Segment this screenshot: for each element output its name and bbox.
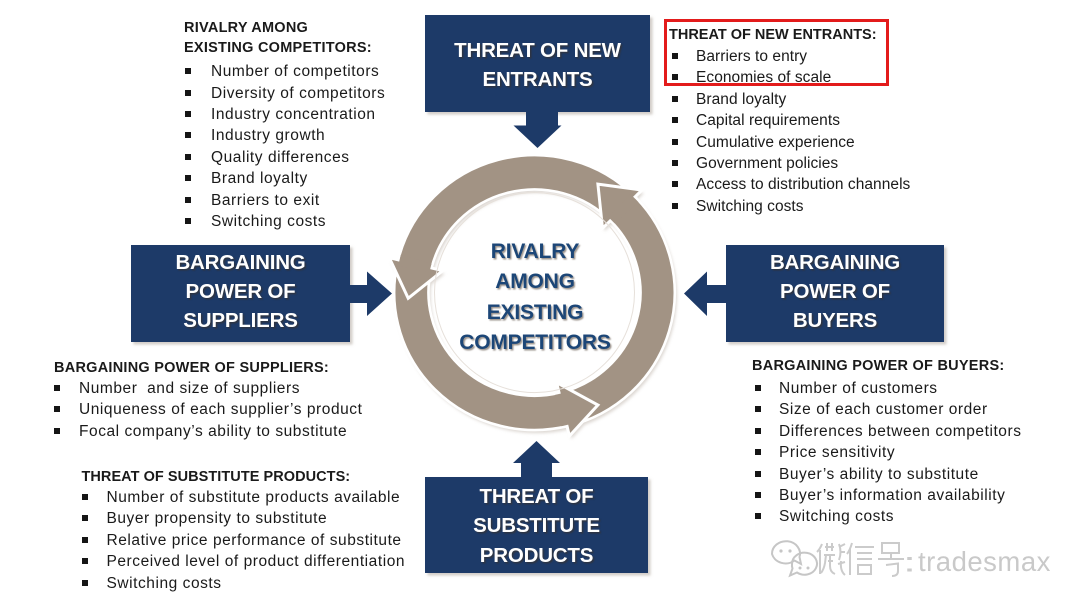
svg-text:tradesmax: tradesmax <box>918 546 1051 577</box>
